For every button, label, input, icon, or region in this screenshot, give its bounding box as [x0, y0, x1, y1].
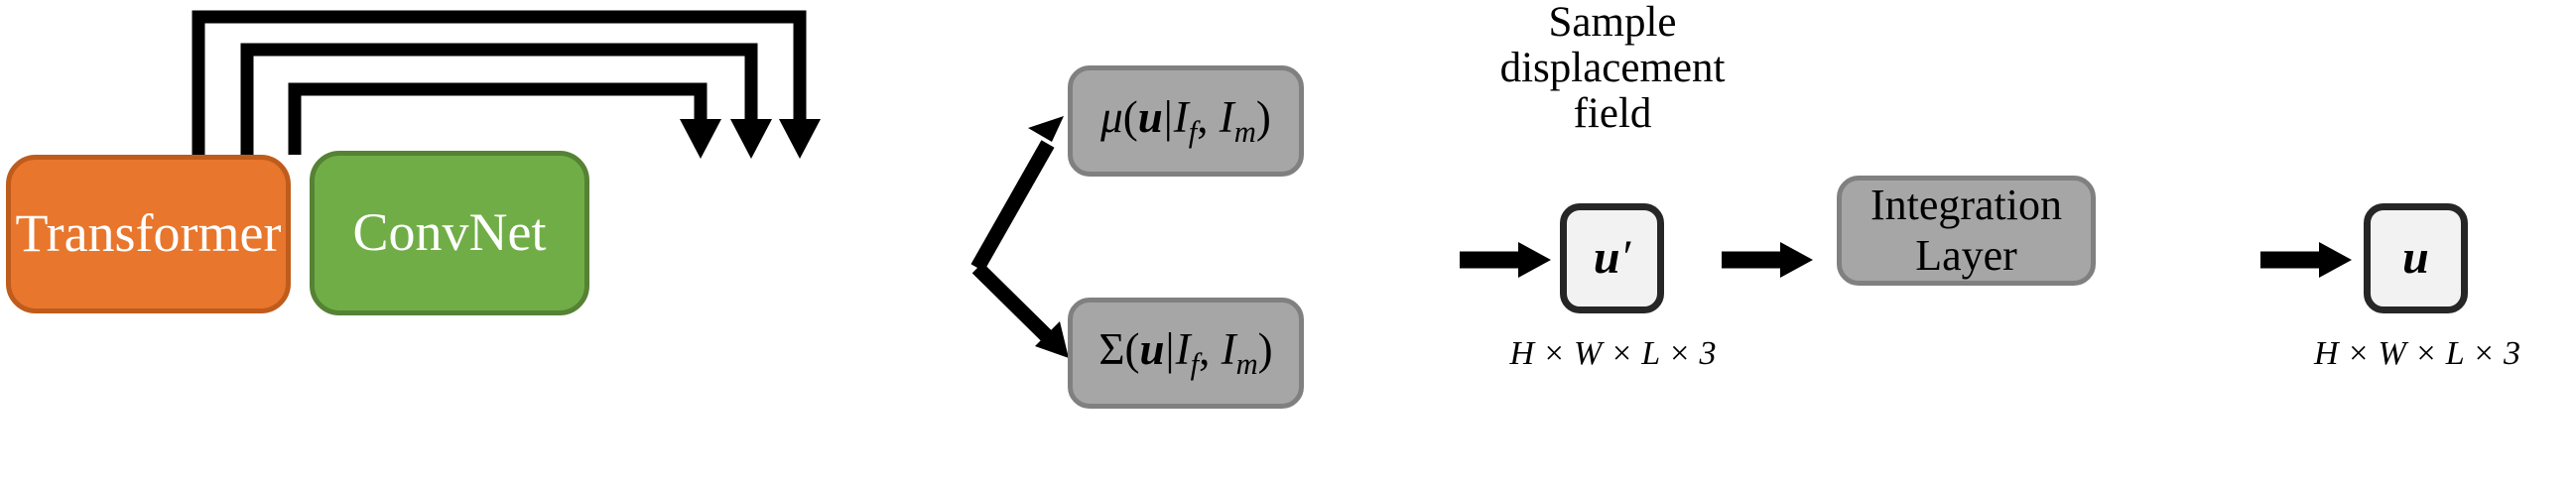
arrow-convnet-to-sigma — [971, 262, 1069, 358]
integration-layer-block[interactable]: Integration Layer — [1837, 176, 2096, 286]
arrow-convnet-to-mu — [970, 116, 1064, 272]
moving-image-symbol: I — [1219, 91, 1234, 142]
skip-connection-middle — [240, 43, 772, 159]
caption-line-1: Sample — [1548, 0, 1677, 46]
skip-connection-outer — [192, 10, 821, 159]
u-variable: u — [1137, 91, 1163, 142]
arrow-u-prime-to-integration — [1722, 242, 1813, 278]
fixed-image-symbol: I — [1175, 323, 1191, 374]
caption-line-2: displacement — [1499, 45, 1726, 91]
u-output-dimensions-label: H × W × L × 3 — [2264, 335, 2570, 373]
mu-distribution-block[interactable]: μ(u|If, Im) — [1068, 65, 1304, 177]
u-output-block[interactable]: u — [2364, 203, 2468, 313]
given-bar: | — [1165, 323, 1175, 374]
sigma-distribution-block[interactable]: Σ(u|If, Im) — [1068, 298, 1304, 409]
close-paren: ) — [1257, 323, 1273, 374]
mu-formula: μ(u|If, Im) — [1100, 91, 1271, 149]
arrow-integration-to-u — [2260, 242, 2352, 278]
sample-displacement-field-caption: Sample displacement field — [1459, 0, 1766, 137]
prime-mark: ′ — [1619, 231, 1631, 285]
given-bar: | — [1163, 91, 1173, 142]
caption-line-3: field — [1573, 90, 1652, 137]
u-output-label: u — [2402, 231, 2429, 285]
comma: , — [1199, 323, 1222, 374]
fixed-subscript: f — [1188, 114, 1198, 149]
u-prime-label: u′ — [1593, 231, 1631, 285]
dimensions-text: H × W × L × 3 — [1509, 335, 1717, 372]
fixed-subscript: f — [1190, 346, 1200, 381]
convnet-block[interactable]: ConvNet — [310, 151, 589, 315]
sigma-formula: Σ(u|If, Im) — [1098, 323, 1273, 381]
u-prime-dimensions-label: H × W × L × 3 — [1462, 335, 1764, 373]
integration-line-1: Integration — [1869, 181, 2063, 230]
transformer-block[interactable]: Transformer — [6, 155, 291, 313]
open-paren: ( — [1124, 323, 1140, 374]
u-variable: u — [1593, 231, 1620, 285]
comma: , — [1197, 91, 1220, 142]
moving-subscript: m — [1235, 346, 1258, 381]
arrow-sample-to-u-prime — [1460, 242, 1551, 278]
u-variable: u — [1139, 323, 1165, 374]
close-paren: ) — [1255, 91, 1271, 142]
open-paren: ( — [1122, 91, 1138, 142]
sigma-symbol: Σ — [1098, 323, 1125, 374]
integration-layer-label: Integration Layer — [1870, 181, 2062, 280]
u-prime-block[interactable]: u′ — [1560, 203, 1664, 313]
skip-connection-inner — [288, 82, 721, 159]
moving-image-symbol: I — [1221, 323, 1236, 374]
integration-line-2: Layer — [1915, 230, 2017, 280]
dimensions-text: H × W × L × 3 — [2313, 335, 2520, 372]
mu-symbol: μ — [1100, 91, 1123, 142]
moving-subscript: m — [1233, 114, 1256, 149]
fixed-image-symbol: I — [1173, 91, 1189, 142]
transformer-label: Transformer — [15, 203, 282, 264]
convnet-label: ConvNet — [352, 202, 547, 263]
